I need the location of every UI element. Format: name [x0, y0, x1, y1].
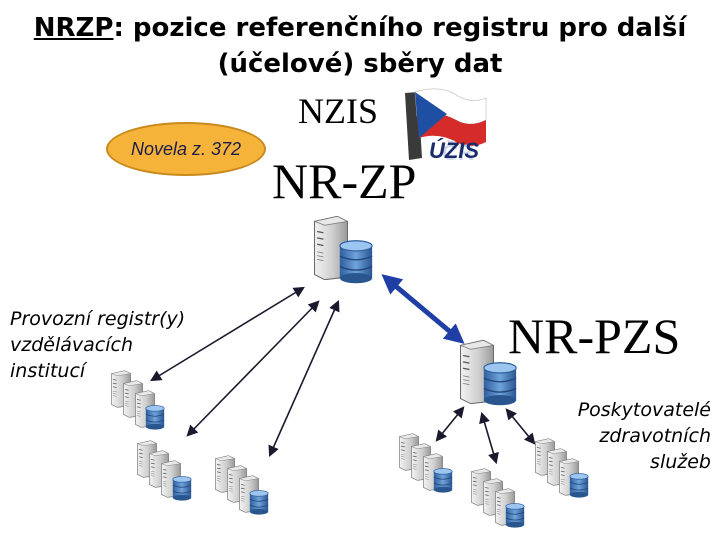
arrow-to-edu-group-3	[268, 299, 340, 458]
caption-line: zdravotních	[599, 425, 711, 447]
caption-line: Poskytovatelé	[577, 399, 711, 421]
caption-line: vzdělávacích	[10, 334, 133, 356]
database-icon	[339, 240, 373, 284]
caption-line: Provozní registr(y)	[10, 308, 186, 330]
nzis-label: NZIS	[298, 91, 378, 131]
provider-server-group-2	[471, 468, 525, 528]
uzis-logo-text: ÚZIS	[429, 138, 479, 163]
edu-registry-caption: Provozní registr(y) vzdělávacích institu…	[10, 306, 185, 384]
providers-caption: Poskytovatelé zdravotních služeb	[536, 397, 711, 475]
arrow-to-provider-group-2	[479, 411, 499, 465]
uzis-watermark: ČR	[442, 140, 474, 165]
arrow-to-edu-group-2	[186, 300, 320, 437]
nrzp-nrpzs-arrow	[381, 274, 465, 344]
nrzp-label: NR-ZP	[272, 153, 417, 209]
edu-server-group-2	[137, 440, 192, 501]
database-icon	[483, 362, 517, 406]
title-line-1: NRZP: pozice referenčního registru pro d…	[0, 10, 720, 46]
edu-server-group-3	[215, 455, 269, 515]
title-line-2: (účelové) sběry dat	[217, 49, 503, 79]
caption-line: institucí	[10, 360, 86, 382]
czech-flag-icon	[405, 88, 487, 160]
nrpzs-label: NR-PZS	[508, 308, 681, 364]
arrow-to-provider-group-1	[435, 406, 465, 442]
novela-label: Novela z. 372	[130, 138, 242, 159]
title-line-1-rest: : pozice referenčního registru pro další	[113, 13, 687, 43]
caption-line: služeb	[650, 451, 711, 473]
arrow-to-provider-group-3	[505, 408, 536, 445]
novela-badge: Novela z. 372	[106, 122, 266, 176]
provider-server-group-1	[399, 433, 453, 493]
slide-title: NRZP: pozice referenčního registru pro d…	[0, 10, 720, 82]
nrzp-server	[313, 216, 373, 284]
title-abbrev: NRZP	[33, 13, 114, 43]
